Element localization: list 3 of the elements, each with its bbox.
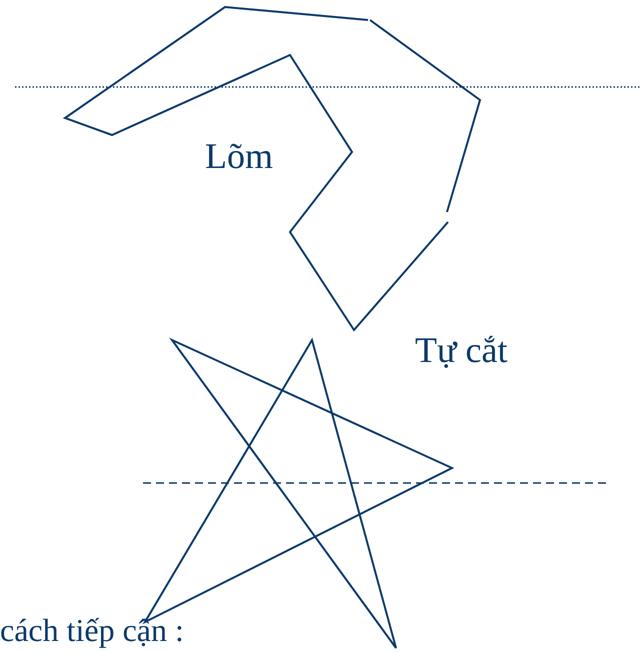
self-intersecting-caption: Tự cắt	[415, 332, 508, 368]
section-heading: cách tiếp cận :	[0, 614, 184, 646]
concave-caption: Lõm	[205, 138, 273, 174]
